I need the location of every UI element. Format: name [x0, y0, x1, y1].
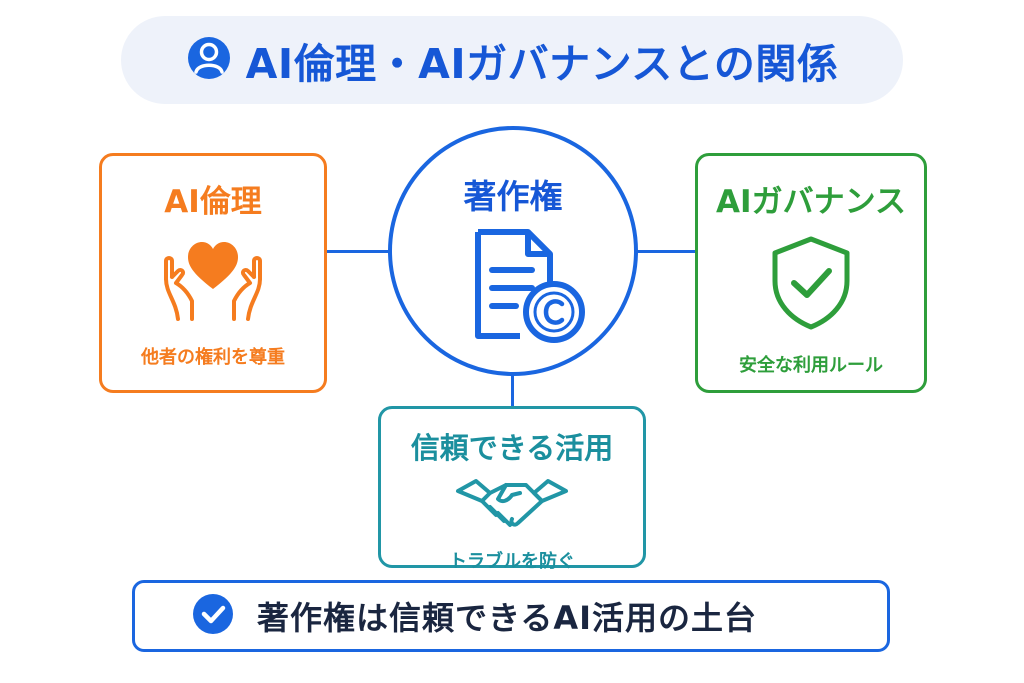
page-title: AI倫理・AIガバナンスとの関係	[245, 40, 839, 88]
handshake-icon	[452, 471, 572, 539]
connector-right	[636, 250, 696, 253]
title-banner: AI倫理・AIガバナンスとの関係	[121, 16, 903, 104]
ethics-title: AI倫理	[164, 184, 262, 220]
connector-bottom	[511, 374, 514, 407]
document-copyright-icon	[458, 226, 598, 350]
connector-left	[327, 250, 390, 253]
user-icon	[186, 35, 232, 85]
governance-box: AIガバナンス 安全な利用ルール	[695, 153, 927, 393]
trust-box: 信頼できる活用 トラブルを防ぐ	[378, 406, 646, 572]
ethics-subtitle: 他者の権利を尊重	[141, 347, 285, 368]
center-label: 著作権	[463, 177, 563, 216]
summary-banner: 著作権は信頼できるAI活用の土台	[132, 580, 890, 652]
heart-hands-icon	[148, 227, 278, 331]
copyright-circle: 著作権	[388, 126, 638, 376]
trust-subtitle: トラブルを防ぐ	[449, 551, 575, 572]
ethics-box: AI倫理 他者の権利を尊重	[99, 153, 327, 393]
governance-subtitle: 安全な利用ルール	[739, 355, 883, 376]
trust-title: 信頼できる活用	[410, 431, 614, 465]
summary-text: 著作権は信頼できるAI活用の土台	[257, 599, 758, 637]
shield-check-icon	[761, 233, 861, 337]
check-circle-icon	[191, 592, 235, 640]
governance-title: AIガバナンス	[716, 184, 906, 220]
